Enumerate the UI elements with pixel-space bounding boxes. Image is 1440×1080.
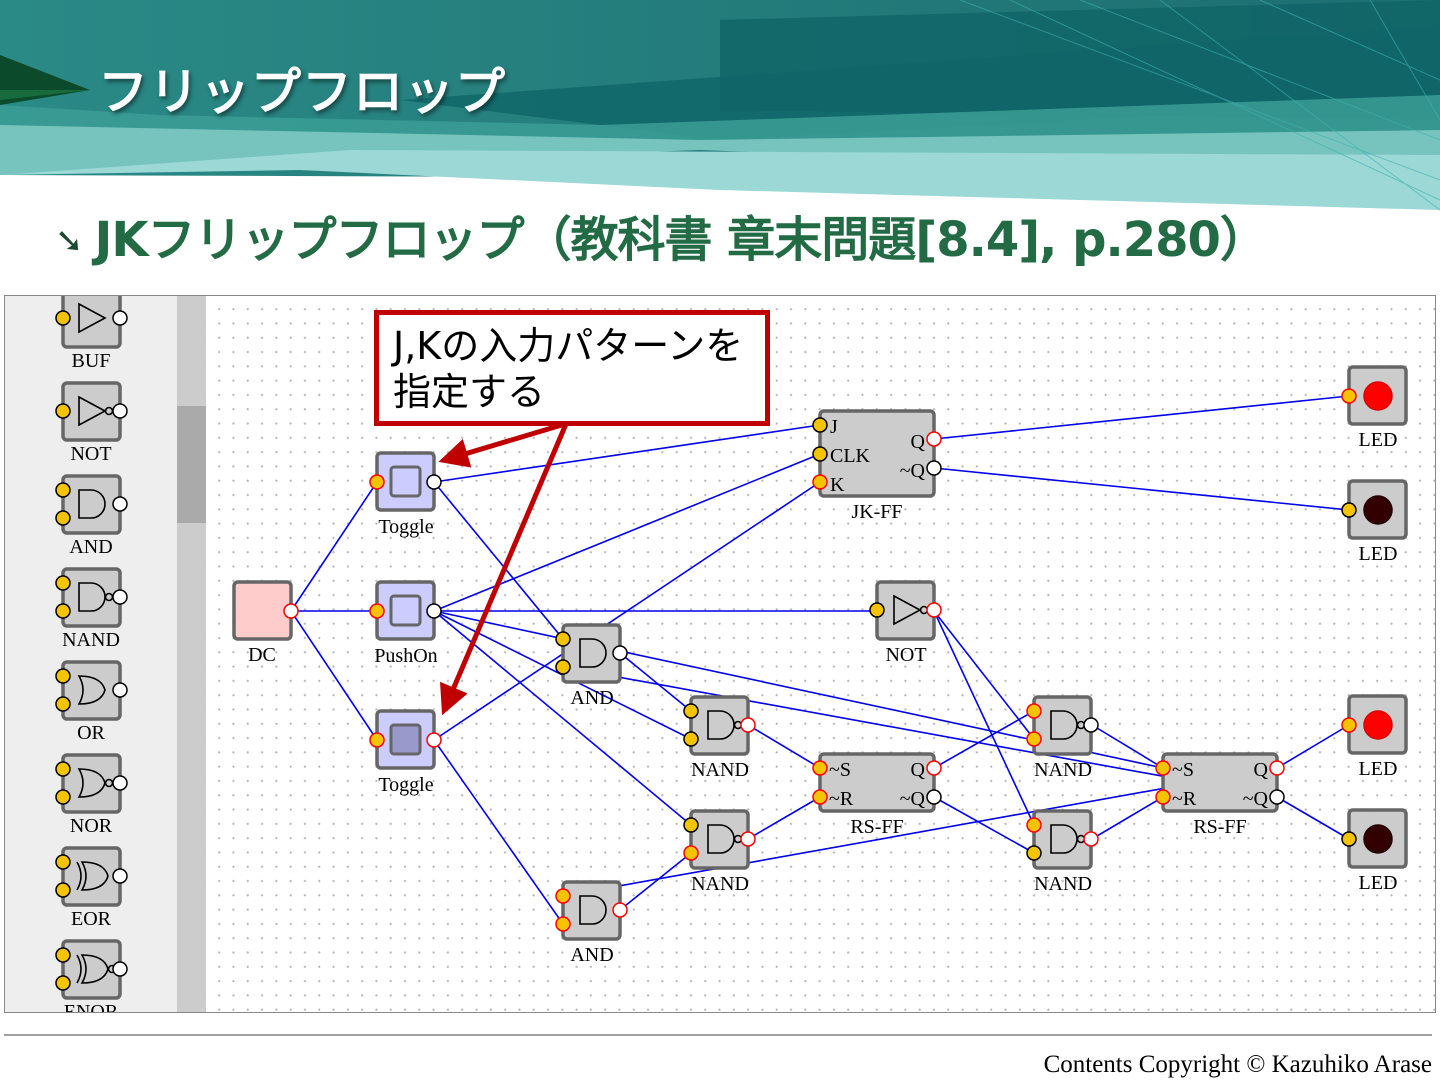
input-pin[interactable] bbox=[55, 947, 71, 963]
annotation-callout: J,Kの入力パターンを 指定する bbox=[374, 310, 770, 426]
output-pin[interactable] bbox=[112, 496, 128, 512]
triangle-symbol bbox=[78, 395, 107, 427]
palette-item-label: NAND bbox=[62, 629, 120, 651]
or-symbol bbox=[80, 861, 109, 891]
scrollbar-thumb[interactable] bbox=[177, 406, 206, 523]
footer-divider bbox=[4, 1034, 1432, 1036]
palette-gate-body[interactable] bbox=[61, 846, 122, 907]
palette-gate-body[interactable] bbox=[61, 753, 122, 814]
output-pin[interactable] bbox=[112, 403, 128, 419]
palette-item-label: OR bbox=[77, 722, 105, 744]
output-pin[interactable] bbox=[112, 310, 128, 326]
palette-item-label: NOR bbox=[70, 815, 113, 837]
input-pin[interactable] bbox=[55, 854, 71, 870]
palette-list: BUF NOT AND NAND OR NOR EOR ENOR bbox=[55, 296, 128, 1012]
or-symbol bbox=[77, 675, 106, 705]
palette-item-nor[interactable]: NOR bbox=[55, 753, 128, 837]
palette-gate-body[interactable] bbox=[61, 660, 122, 721]
palette-gate-body[interactable] bbox=[61, 296, 122, 349]
input-pin[interactable] bbox=[55, 575, 71, 591]
xor-curve bbox=[76, 861, 82, 891]
arrow-down-right-icon: ➘ bbox=[55, 221, 83, 261]
input-pin[interactable] bbox=[55, 761, 71, 777]
palette-gate-body[interactable] bbox=[61, 939, 122, 1000]
palette-item-label: AND bbox=[69, 536, 112, 558]
palette-item-eor[interactable]: EOR bbox=[55, 846, 128, 930]
output-pin[interactable] bbox=[112, 961, 128, 977]
output-pin[interactable] bbox=[112, 682, 128, 698]
palette-item-label: ENOR bbox=[64, 1001, 119, 1012]
input-pin[interactable] bbox=[55, 510, 71, 526]
palette-item-enor[interactable]: ENOR bbox=[55, 939, 128, 1012]
input-pin[interactable] bbox=[55, 310, 71, 326]
subtitle-text: JKフリップフロップ（教科書 章末問題[8.4], p.280） bbox=[94, 212, 1268, 268]
palette-item-label: NOT bbox=[70, 443, 111, 465]
input-pin[interactable] bbox=[55, 482, 71, 498]
palette-item-not[interactable]: NOT bbox=[55, 381, 128, 465]
buffer-gate-icon bbox=[78, 302, 107, 334]
palette-gate-body[interactable] bbox=[61, 474, 122, 535]
input-pin[interactable] bbox=[55, 668, 71, 684]
input-pin[interactable] bbox=[55, 696, 71, 712]
input-pin[interactable] bbox=[55, 403, 71, 419]
palette-item-nand[interactable]: NAND bbox=[55, 567, 128, 651]
palette-item-buf[interactable]: BUF bbox=[55, 296, 128, 372]
triangle-symbol bbox=[78, 302, 107, 334]
input-pin[interactable] bbox=[55, 603, 71, 619]
or-symbol bbox=[77, 768, 106, 798]
or-symbol bbox=[80, 954, 109, 984]
palette-item-or[interactable]: OR bbox=[55, 660, 128, 744]
callout-text: J,Kの入力パターンを 指定する bbox=[393, 324, 744, 414]
and-symbol bbox=[78, 489, 106, 519]
header-banner bbox=[0, 0, 1440, 215]
palette-item-and[interactable]: AND bbox=[55, 474, 128, 558]
output-pin[interactable] bbox=[112, 589, 128, 605]
input-pin[interactable] bbox=[55, 882, 71, 898]
slide-title: フリップフロップ bbox=[98, 63, 506, 121]
slide-subtitle: ➘ JKフリップフロップ（教科書 章末問題[8.4], p.280） bbox=[55, 200, 1268, 270]
component-palette: BUF NOT AND NAND OR NOR EOR ENOR bbox=[5, 296, 177, 1012]
input-pin[interactable] bbox=[55, 975, 71, 991]
palette-gate-body[interactable] bbox=[61, 381, 122, 442]
output-pin[interactable] bbox=[112, 775, 128, 791]
and-symbol bbox=[78, 582, 106, 612]
or-gate-icon bbox=[77, 675, 106, 705]
copyright-text: Contents Copyright © Kazuhiko Arase bbox=[1043, 1051, 1432, 1078]
xor-gate-icon bbox=[76, 861, 109, 891]
palette-scrollbar[interactable] bbox=[177, 296, 206, 1012]
palette-item-label: EOR bbox=[71, 908, 112, 930]
and-gate-icon bbox=[78, 489, 106, 519]
palette-gate-body[interactable] bbox=[61, 567, 122, 628]
palette-item-label: BUF bbox=[72, 350, 111, 372]
output-pin[interactable] bbox=[112, 868, 128, 884]
input-pin[interactable] bbox=[55, 789, 71, 805]
xor-curve bbox=[76, 954, 82, 984]
